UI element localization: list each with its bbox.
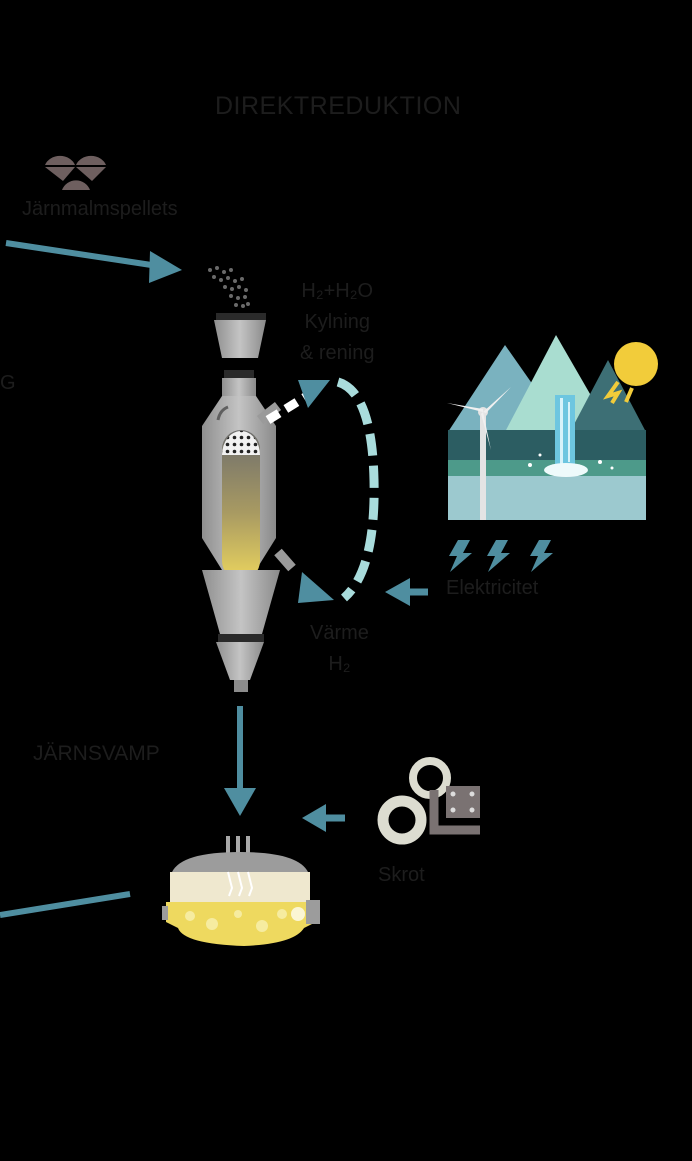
ore-pile-icon <box>45 155 106 190</box>
electricity-arrow <box>385 578 428 606</box>
diagram-title: DIREKTREDUKTION <box>215 92 462 120</box>
pellets-icon <box>208 266 250 308</box>
gas-recycle-loop <box>265 377 379 603</box>
heat-text: Värme <box>310 622 369 644</box>
sponge-iron-label: JÄRNSVAMP <box>33 742 160 765</box>
scrap-label: Skrot <box>378 864 425 886</box>
sponge-iron-arrow <box>224 706 256 816</box>
gas-line-3: & rening <box>300 342 375 364</box>
sun-icon <box>602 342 658 405</box>
hydrogen-text: H₂ <box>328 653 351 675</box>
landscape-power-icon <box>447 335 658 520</box>
gas-cooling-label: H₂+H₂O Kylning & rening <box>300 276 375 369</box>
edge-text: G <box>0 372 16 394</box>
wind-turbine-icon <box>447 387 511 520</box>
lightning-icon <box>449 540 553 572</box>
hydrogen-input-label: Värme H₂ <box>310 618 369 680</box>
electricity-label: Elektricitet <box>446 577 539 599</box>
scrap-arrow <box>302 804 345 832</box>
steel-output-line <box>0 891 131 918</box>
waterfall-icon <box>528 395 614 477</box>
scrap-icon <box>377 757 480 845</box>
ore-input-arrow <box>5 240 182 283</box>
shaft-furnace-icon <box>202 313 296 692</box>
arc-furnace-icon <box>162 836 320 946</box>
gas-line-1: H₂+H₂O <box>301 280 374 302</box>
ore-pellets-label: Järnmalmspellets <box>22 198 178 220</box>
gas-line-2: Kylning <box>304 311 371 333</box>
